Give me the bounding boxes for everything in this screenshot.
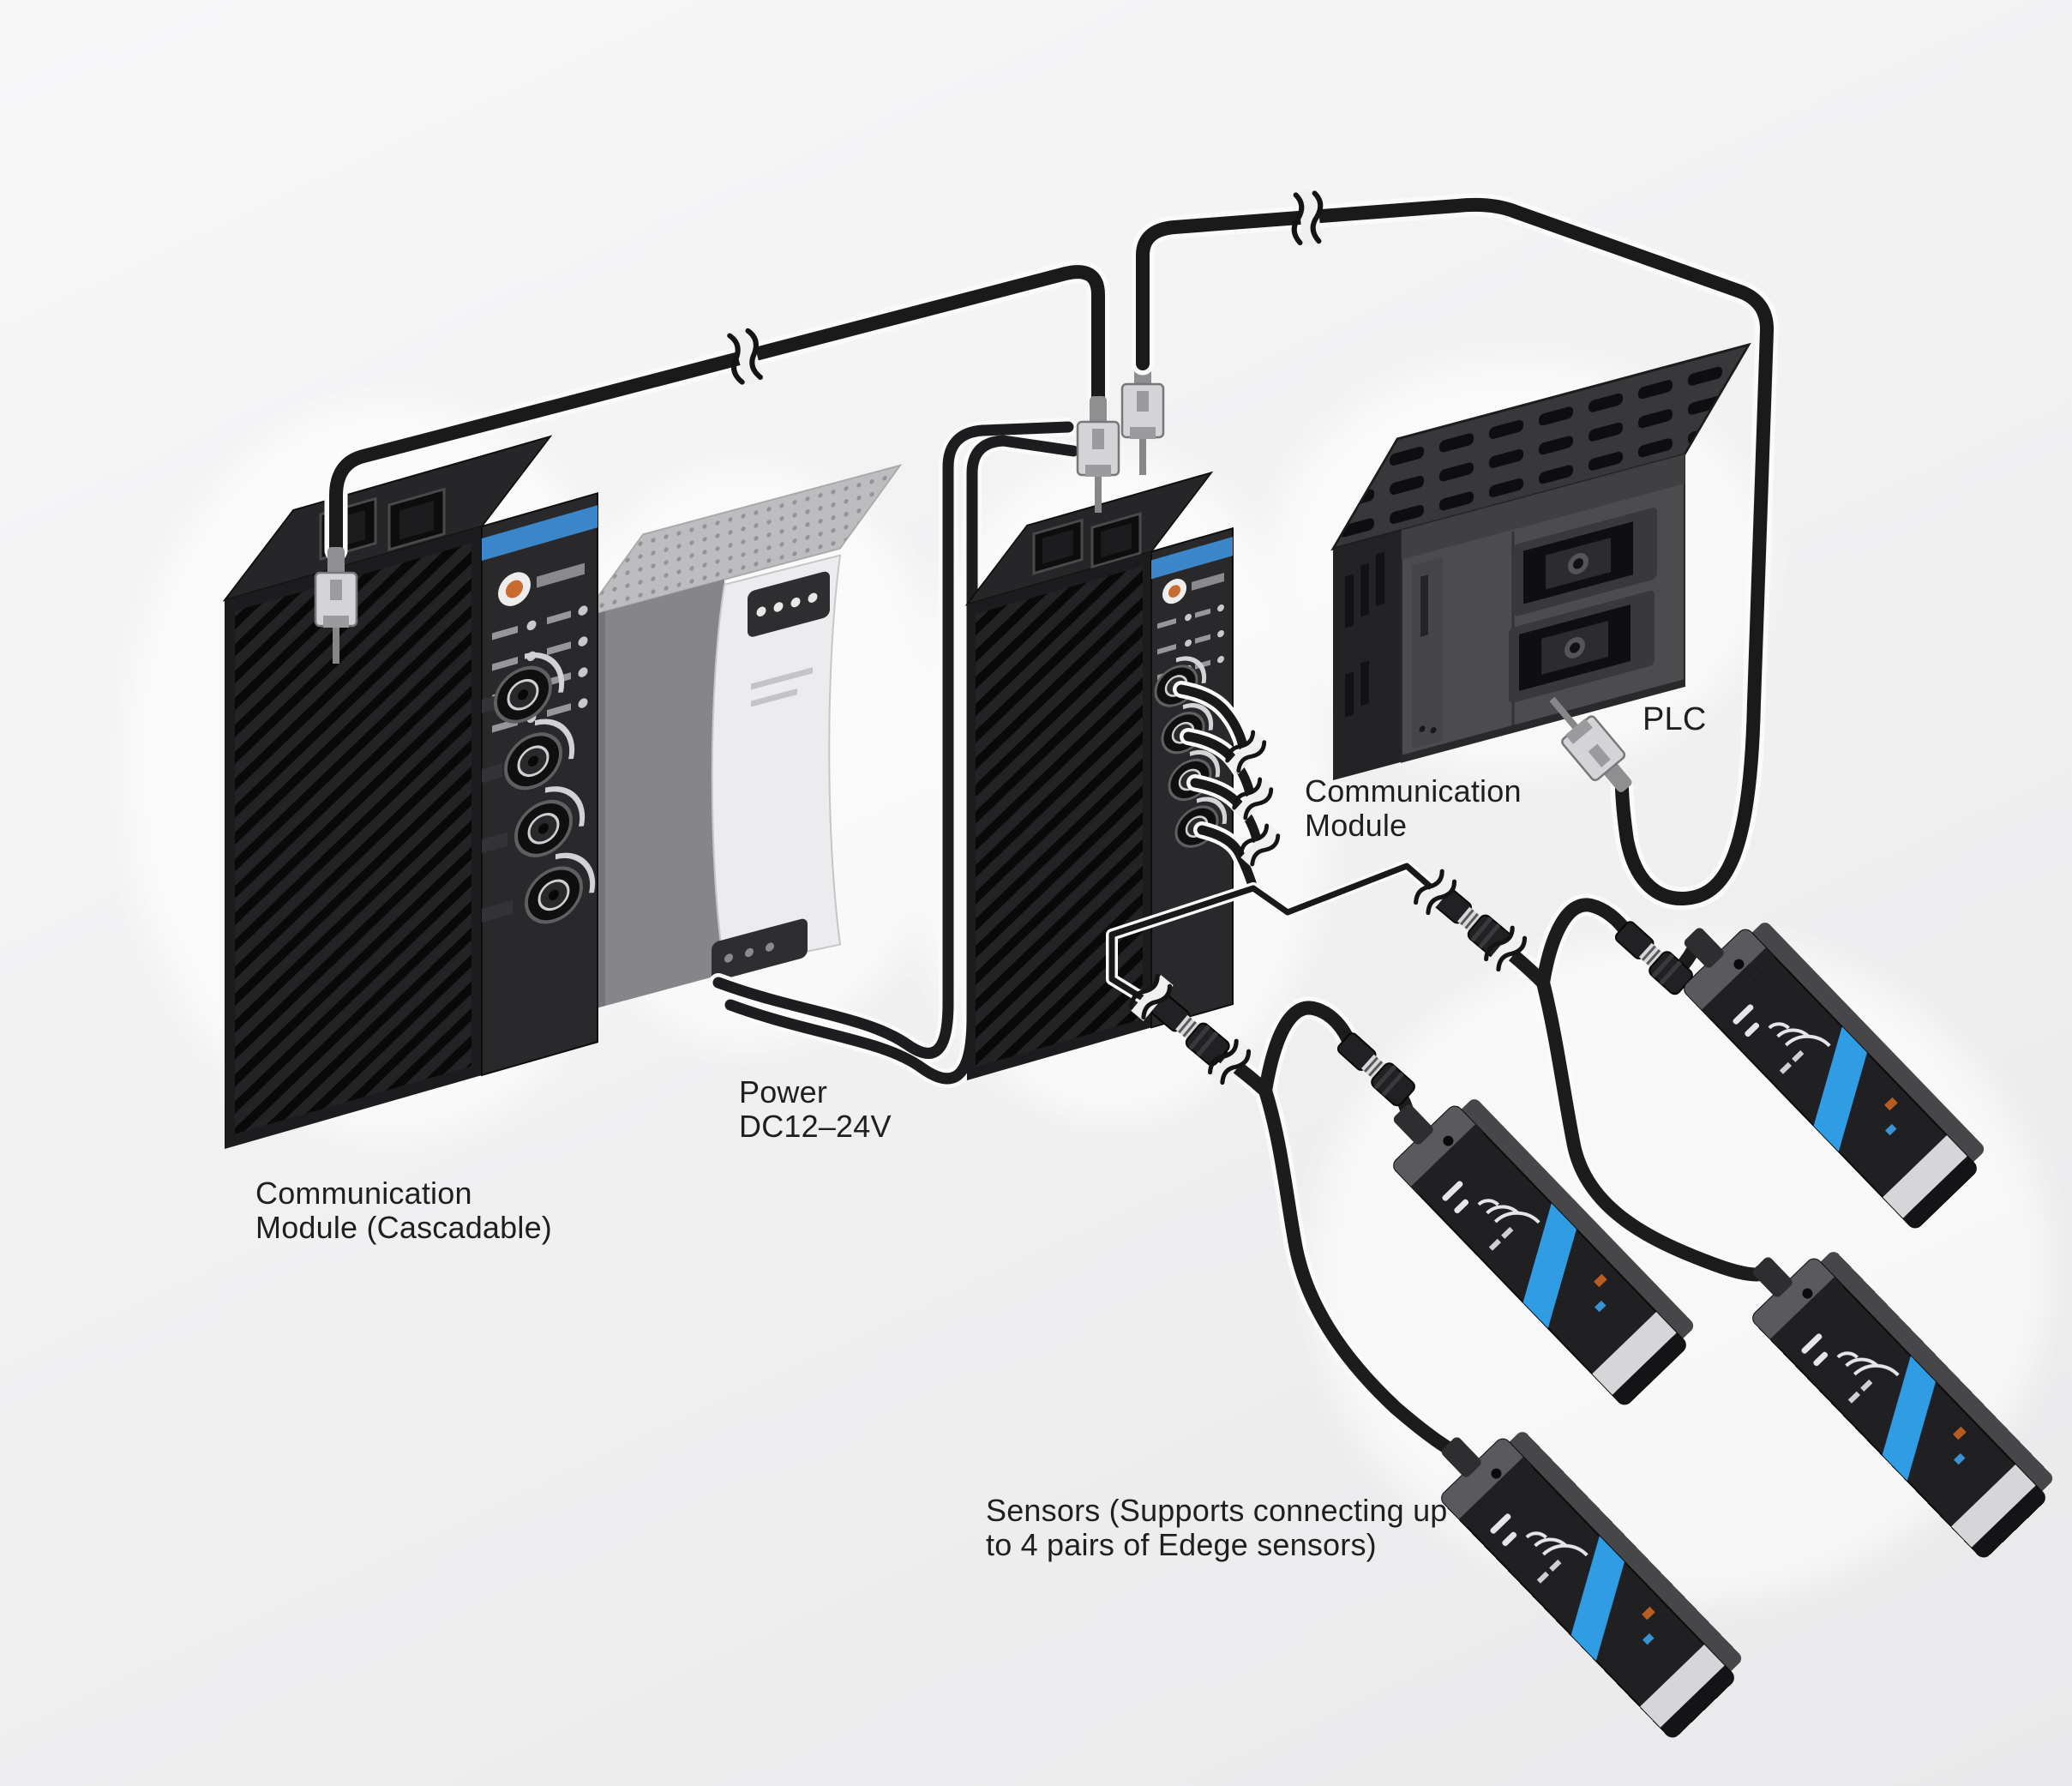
sensor-routing-lines: [1106, 860, 1440, 1006]
plc-cable: [1131, 193, 1779, 911]
led-indicators: [1157, 604, 1224, 681]
communication-module-central: [964, 471, 1234, 1080]
plc-unit: [1330, 342, 1751, 780]
psu-side-face: [583, 579, 724, 1012]
label-line: Communication: [1305, 773, 1522, 809]
label-power: Power DC12–24V: [739, 1074, 892, 1145]
label-cascadable-module: Communication Module (Cascadable): [255, 1176, 552, 1246]
psu-top-terminal: [748, 571, 830, 637]
label-line: PLC: [1643, 701, 1707, 737]
psu-bottom-terminal: [712, 918, 808, 981]
label-line: Power: [739, 1074, 828, 1109]
psu-front-face: [711, 554, 842, 970]
label-sensors: Sensors (Supports connecting up to 4 pai…: [986, 1493, 1448, 1563]
panel-blue-stripe: [482, 505, 598, 561]
label-communication-module: Communication Module: [1305, 773, 1522, 844]
label-line: Module (Cascadable): [255, 1210, 552, 1246]
label-line: Sensors (Supports connecting up: [986, 1493, 1448, 1528]
sensor-connectors: [482, 652, 596, 924]
label-line: DC12–24V: [739, 1109, 892, 1145]
power-wires: [709, 418, 1083, 1088]
communication-module-cascadable: [222, 435, 598, 1149]
label-line: to 4 pairs of Edege sensors): [986, 1527, 1377, 1563]
cable-break-mark: [1291, 189, 1324, 247]
panel-blue-stripe: [1151, 537, 1233, 580]
label-plc: PLC: [1643, 701, 1707, 738]
label-line: Communication: [255, 1176, 472, 1211]
cascade-cable: [324, 260, 1110, 562]
psu-perforated-top: [580, 464, 903, 619]
label-line: Module: [1305, 808, 1408, 844]
